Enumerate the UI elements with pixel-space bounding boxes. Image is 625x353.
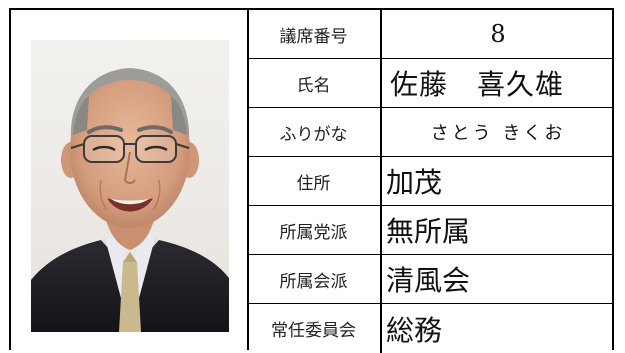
row-party: 所属党派 無所属: [247, 206, 614, 255]
row-kana: ふりがな さとう きくお: [247, 108, 614, 157]
kana-value: さとう きくお: [430, 123, 566, 144]
member-portrait: [31, 40, 229, 332]
seat-number-value: 8: [490, 20, 506, 48]
seat-number-label: 議席番号: [247, 10, 382, 58]
photo-cell: [11, 10, 249, 350]
committee-label: 常任委員会: [247, 304, 382, 353]
row-address: 住所 加茂: [247, 157, 614, 206]
row-name: 氏名 佐藤 喜久雄: [247, 59, 614, 108]
name-label: 氏名: [247, 59, 382, 107]
committee-value: 総務: [386, 313, 443, 347]
member-profile-card: 議席番号 8 氏名 佐藤 喜久雄 ふりがな さとう きくお 住所 加茂 所属党派…: [9, 8, 614, 353]
profile-table: 議席番号 8 氏名 佐藤 喜久雄 ふりがな さとう きくお 住所 加茂 所属党派…: [247, 10, 614, 353]
party-label: 所属党派: [247, 206, 382, 254]
faction-label: 所属会派: [247, 255, 382, 303]
row-seat-number: 議席番号 8: [247, 10, 614, 59]
row-faction: 所属会派 清風会: [247, 255, 614, 304]
faction-value: 清風会: [386, 264, 471, 297]
address-value: 加茂: [386, 166, 443, 199]
kana-label: ふりがな: [247, 108, 382, 156]
address-label: 住所: [247, 157, 382, 205]
row-committee: 常任委員会 総務: [247, 304, 614, 353]
name-value: 佐藤 喜久雄: [390, 68, 565, 101]
party-value: 無所属: [386, 215, 471, 248]
